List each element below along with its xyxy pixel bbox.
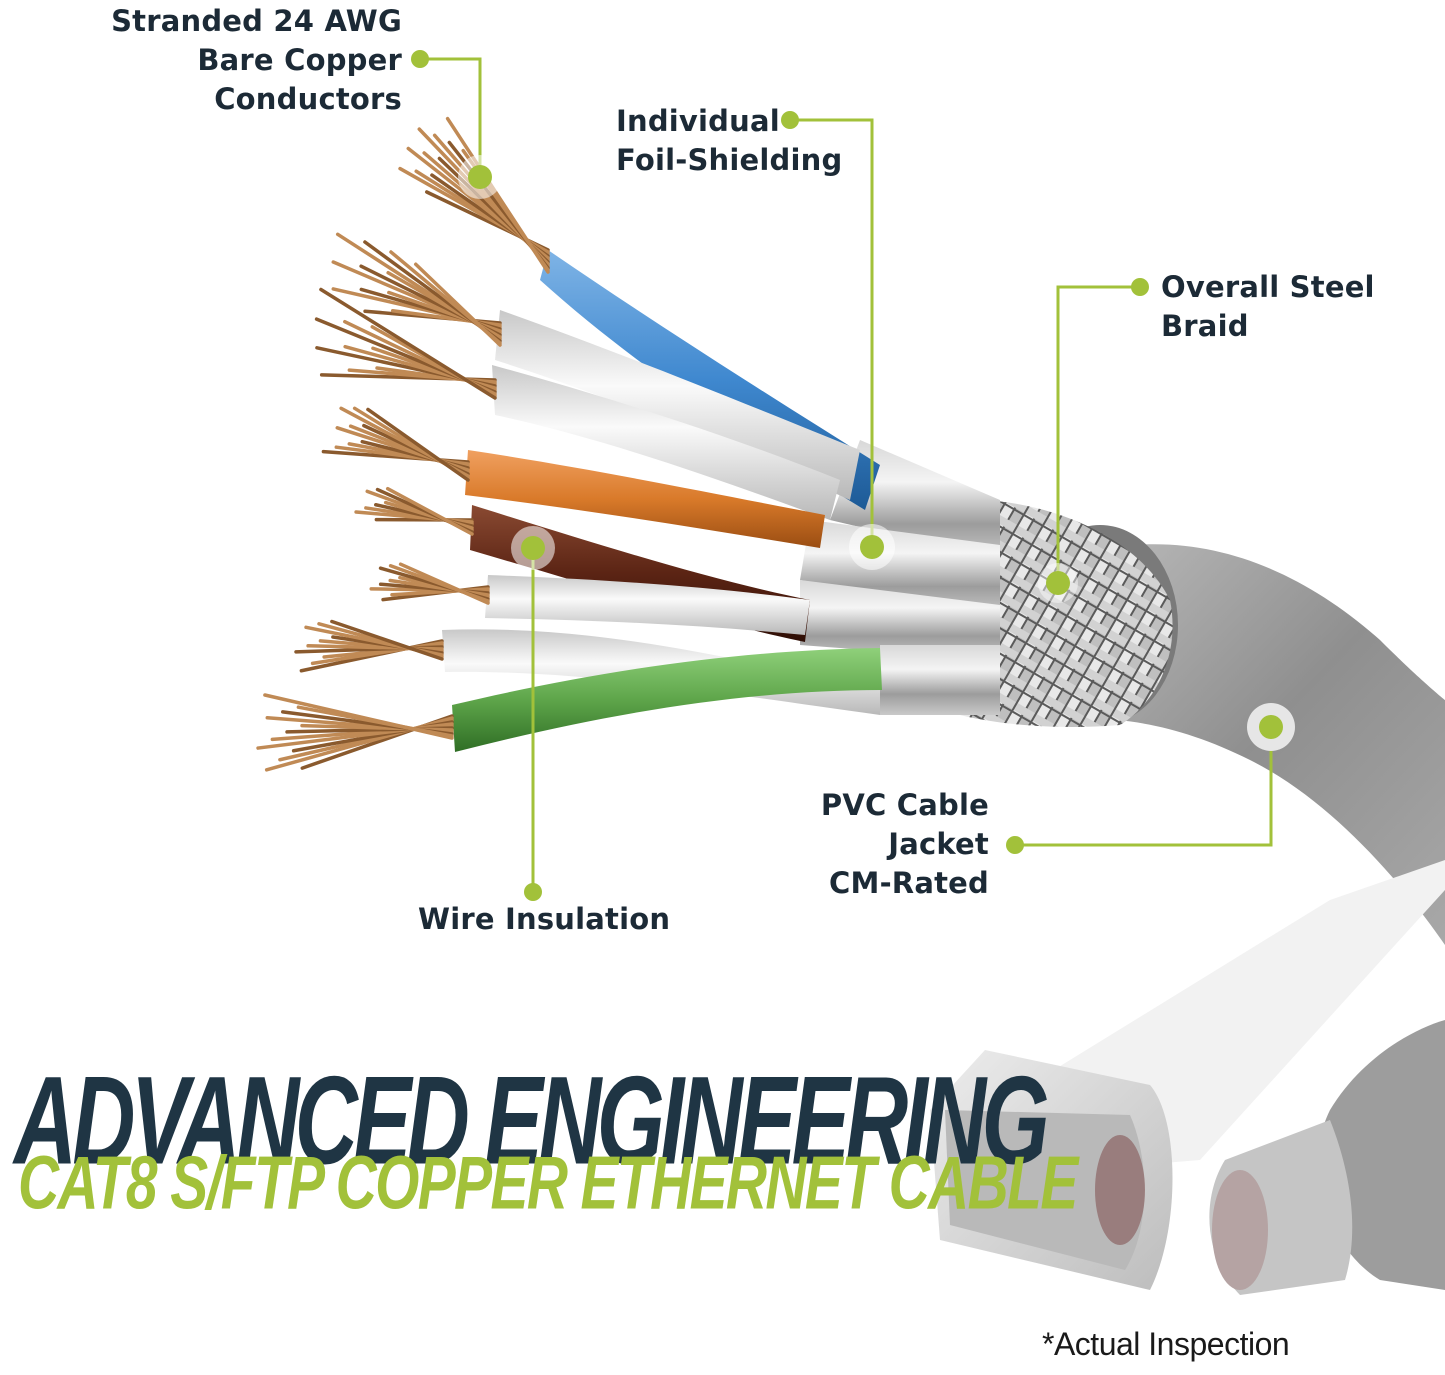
- wire-white-2: [492, 365, 840, 520]
- callout-jacket-line-3: CM-Rated: [829, 866, 989, 900]
- foil-shield-lower: [800, 580, 1000, 660]
- callout-conductors-line-1: Stranded 24 AWG: [111, 4, 402, 38]
- copper-strands: [256, 116, 550, 772]
- callout-braid-line-1: Overall Steel: [1161, 270, 1375, 304]
- leader-conductors: [420, 57, 482, 177]
- inspection-plug-end: [1212, 1170, 1268, 1290]
- callout-conductors-line-2: Bare Copper: [197, 43, 402, 77]
- dot-jacket-target: [1259, 715, 1283, 739]
- callout-insulation-line-1: Wire Insulation: [418, 902, 671, 936]
- callout-label-braid: Overall Steel Braid: [1161, 268, 1375, 346]
- wire-orange: [465, 450, 825, 548]
- dot-foil-label: [781, 111, 799, 129]
- dot-insulation-target: [521, 536, 545, 560]
- callout-label-insulation: Wire Insulation: [418, 900, 670, 939]
- dot-insulation-label: [524, 883, 542, 901]
- dot-foil-target: [860, 535, 884, 559]
- leader-jacket: [1015, 730, 1273, 847]
- dot-braid-label: [1131, 278, 1149, 296]
- callout-braid-line-2: Braid: [1161, 309, 1249, 343]
- dot-conductors-target: [468, 165, 492, 189]
- steel-braid: [960, 500, 1173, 727]
- copper-strand: [413, 262, 502, 347]
- copper-strand: [366, 407, 470, 482]
- copper-strand: [398, 562, 490, 605]
- callout-jacket-line-2: Jacket: [888, 827, 989, 861]
- callout-label-conductors: Stranded 24 AWG Bare Copper Conductors: [100, 2, 402, 119]
- headline-title: ADVANCED ENGINEERING: [14, 1050, 1050, 1191]
- callout-conductors-line-3: Conductors: [214, 82, 402, 116]
- inspection-foil-core: [945, 1110, 1145, 1270]
- wire-white-3: [485, 575, 810, 635]
- callout-lines: [420, 57, 1273, 892]
- copper-strand: [445, 116, 550, 274]
- callout-foil-line-2: Foil-Shielding: [616, 143, 843, 177]
- dot-conductors-label: [411, 50, 429, 68]
- callout-jacket-line-1: PVC Cable: [820, 788, 989, 822]
- inspection-photo: [930, 860, 1445, 1295]
- leader-foil: [790, 118, 874, 547]
- callout-label-foil: Individual Foil-Shielding: [616, 102, 842, 180]
- headline-subtitle: CAT8 S/FTP COPPER ETHERNET CABLE: [18, 1141, 1078, 1226]
- wire-green: [452, 648, 882, 752]
- copper-strand: [263, 693, 454, 740]
- dot-jacket-label: [1006, 836, 1024, 854]
- callout-dots: [411, 50, 1295, 901]
- callout-foil-line-1: Individual: [616, 104, 780, 138]
- dot-braid-target: [1046, 571, 1070, 595]
- copper-strand: [385, 486, 474, 536]
- copper-strand: [330, 619, 444, 661]
- copper-strand: [319, 287, 497, 400]
- callout-label-jacket: PVC Cable Jacket CM-Rated: [760, 786, 989, 903]
- inspection-core-end: [1095, 1135, 1145, 1245]
- footnote: *Actual Inspection: [1042, 1326, 1290, 1362]
- wire-white-1: [495, 310, 860, 500]
- leader-braid: [1056, 285, 1140, 583]
- foil-shield-bottom: [880, 645, 1000, 715]
